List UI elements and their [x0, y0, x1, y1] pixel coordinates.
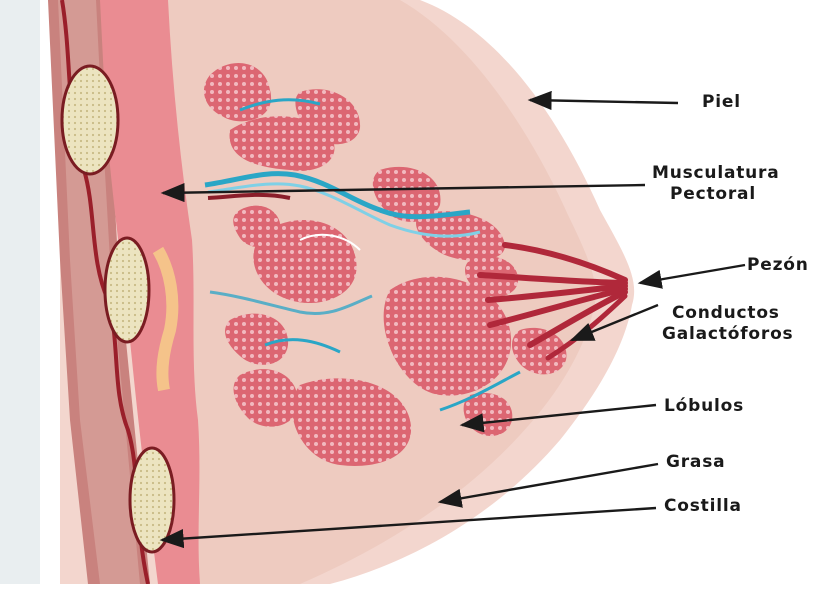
- label-musculatura-line1: Musculatura: [652, 163, 780, 184]
- label-piel-text: Piel: [702, 92, 741, 113]
- label-costilla: Costilla: [664, 496, 742, 517]
- rib-3: [130, 448, 174, 552]
- label-grasa-text: Grasa: [666, 452, 725, 473]
- label-pezon: Pezón: [747, 255, 809, 276]
- label-grasa: Grasa: [666, 452, 725, 473]
- label-musculatura-line2: Pectoral: [652, 184, 780, 205]
- label-lobulos-text: Lóbulos: [664, 396, 744, 417]
- label-lobulos: Lóbulos: [664, 396, 744, 417]
- rib-2: [105, 238, 149, 342]
- label-musculatura-pectoral: Musculatura Pectoral: [652, 163, 780, 205]
- label-piel: Piel: [702, 92, 741, 113]
- label-pezon-text: Pezón: [747, 255, 809, 276]
- label-conductos-line1: Conductos: [662, 303, 793, 324]
- rib-1: [62, 66, 118, 174]
- label-conductos-galactoforos: Conductos Galactóforos: [662, 303, 793, 345]
- left-edge-wall: [0, 0, 40, 584]
- label-conductos-line2: Galactóforos: [662, 324, 793, 345]
- label-costilla-text: Costilla: [664, 496, 742, 517]
